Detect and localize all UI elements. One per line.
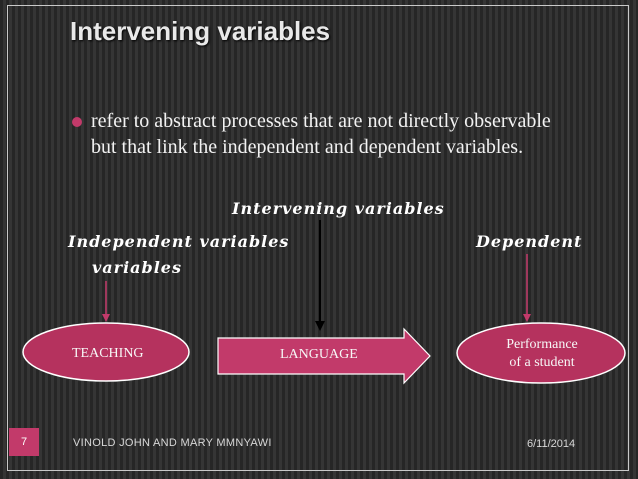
slide-frame bbox=[7, 5, 629, 471]
language-arrow bbox=[217, 327, 431, 385]
page-number: 7 bbox=[9, 428, 39, 456]
language-text: LANGUAGE bbox=[280, 347, 358, 362]
teaching-node bbox=[22, 322, 190, 382]
performance-text: Performance of a student bbox=[494, 336, 590, 372]
performance-line-1: Performance bbox=[506, 337, 578, 352]
performance-node bbox=[456, 322, 626, 384]
performance-line-2: of a student bbox=[509, 355, 575, 370]
bullet-icon bbox=[72, 117, 82, 127]
independent-label: Independent variables bbox=[68, 232, 290, 251]
slide-title: Intervening variables bbox=[70, 16, 331, 46]
footer-author: VINOLD JOHN AND MARY MMNYAWI bbox=[73, 437, 272, 449]
dependent-variables-label: variables bbox=[92, 258, 182, 277]
footer-date: 6/11/2014 bbox=[527, 438, 576, 450]
intervening-label: Intervening variables bbox=[232, 199, 445, 218]
teaching-text: TEACHING bbox=[72, 346, 144, 361]
bullet-text: refer to abstract processes that are not… bbox=[91, 110, 551, 158]
dependent-label: Dependent bbox=[476, 232, 583, 251]
